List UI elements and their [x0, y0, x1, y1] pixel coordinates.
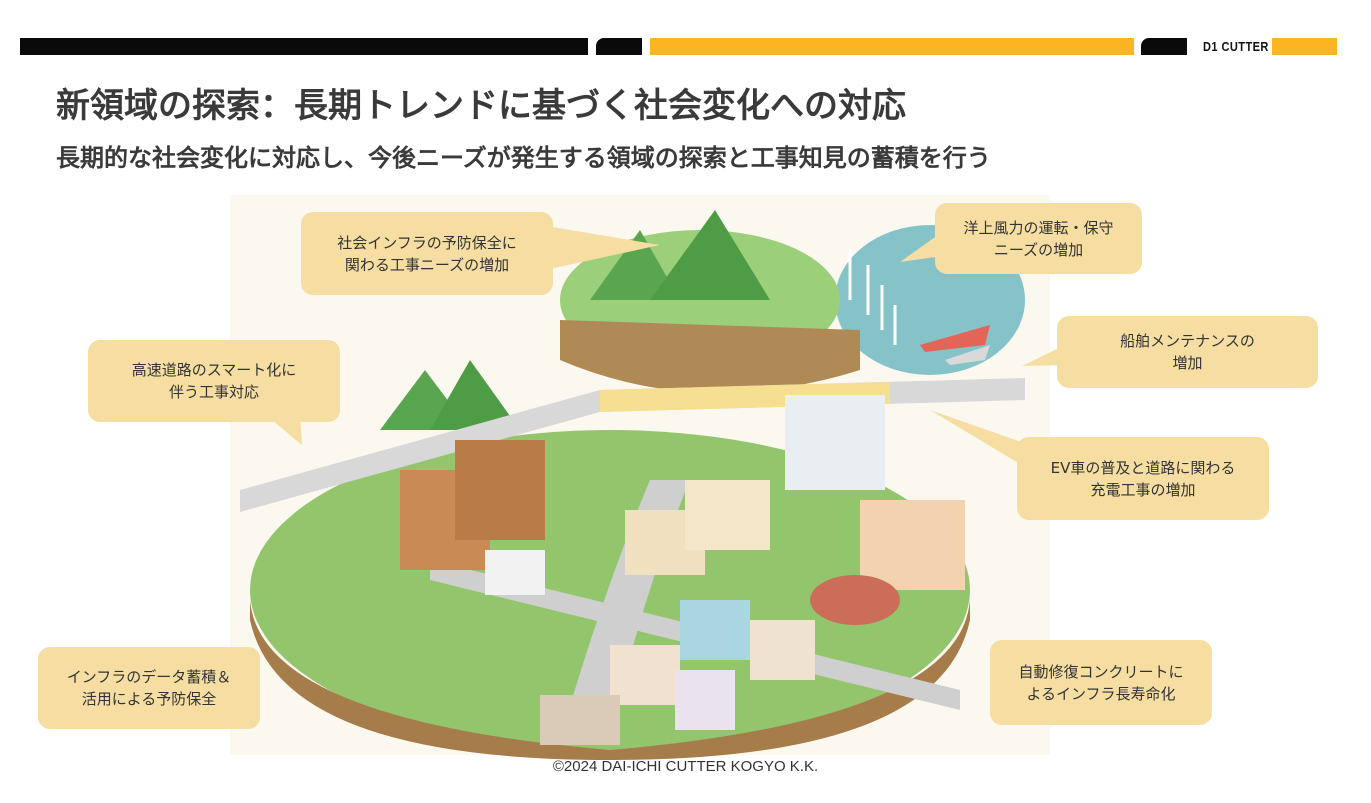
- header-bar-black-small: [1141, 38, 1187, 55]
- mountain: [590, 230, 680, 300]
- ship: [945, 345, 990, 365]
- callout-infrastructure-maintenance: 社会インフラの予防保全に 関わる工事ニーズの増加: [301, 212, 553, 295]
- callout-tail: [260, 410, 302, 445]
- callout-tail: [540, 225, 660, 270]
- callout-tail: [1022, 345, 1065, 366]
- callout-tail: [900, 230, 950, 262]
- header-bar-black-short: [596, 38, 642, 55]
- house: [610, 645, 680, 705]
- header-bar-black-long: [20, 38, 588, 55]
- page-title: 新領域の探索：長期トレンドに基づく社会変化への対応: [56, 86, 906, 126]
- house: [540, 695, 620, 745]
- callout-offshore-wind: 洋上風力の運転・保守 ニーズの増加: [935, 203, 1142, 274]
- mountain: [430, 360, 520, 430]
- copyright-footer: ©2024 DAI-ICHI CUTTER KOGYO K.K.: [552, 758, 819, 775]
- upper-island-side: [560, 320, 860, 393]
- company-logo: D1 CUTTER: [1203, 39, 1269, 54]
- callout-smart-highway: 高速道路のスマート化に 伴う工事対応: [88, 340, 340, 422]
- house: [680, 600, 750, 660]
- callout-tail: [930, 410, 1030, 470]
- school: [860, 500, 965, 590]
- callout-data-preventive-maintenance: インフラのデータ蓄積＆ 活用による予防保全: [38, 647, 260, 729]
- header-bar-yellow-long: [650, 38, 1134, 55]
- callout-self-healing-concrete: 自動修復コンクリートに よるインフラ長寿命化: [990, 640, 1212, 725]
- convenience-store: [485, 550, 545, 595]
- header-bar-yellow-short: [1272, 38, 1337, 55]
- hospital: [785, 395, 885, 490]
- ship: [920, 325, 990, 352]
- house: [675, 670, 735, 730]
- page-subtitle: 長期的な社会変化に対応し、今後ニーズが発生する領域の探索と工事知見の蓄積を行う: [56, 144, 991, 172]
- callout-ev-charging: EV車の普及と道路に関わる 充電工事の増加: [1017, 437, 1269, 520]
- callout-ship-maintenance: 船舶メンテナンスの 増加: [1057, 316, 1318, 388]
- house: [685, 480, 770, 550]
- wind-turbines: [848, 250, 897, 345]
- track-field: [810, 575, 900, 625]
- apartment-building: [455, 440, 545, 540]
- house: [750, 620, 815, 680]
- mountain: [650, 210, 770, 300]
